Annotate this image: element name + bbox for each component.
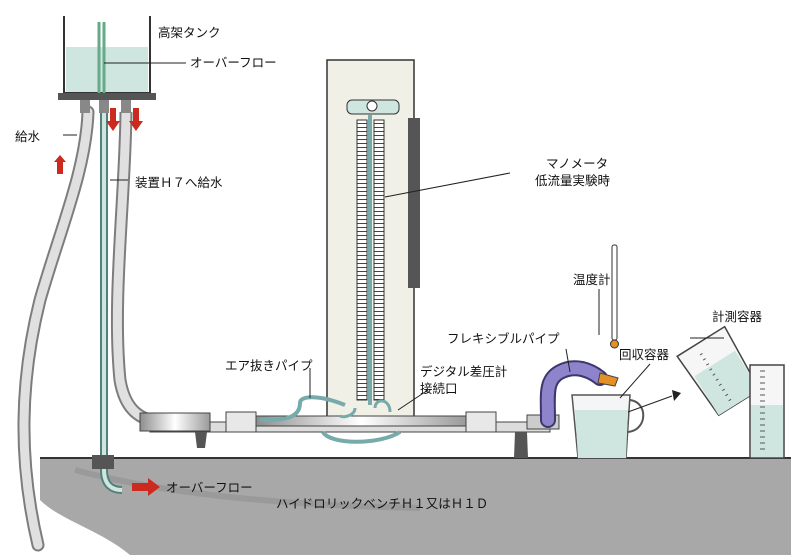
high-tank [58,16,156,113]
hose-to-device [110,111,161,429]
arrowhead-icon [672,390,681,401]
measuring-vessel [676,325,761,417]
air-vent-tube [259,395,402,444]
label-low-flow-experiment: 低流量実験時 [535,173,611,188]
label-water-supply: 給水 [15,129,41,144]
diagram-labels: 高架タンク オーバーフロー 給水 装置Ｈ７へ給水 マノメータ 低流量実験時 温度… [15,25,763,511]
label-flexible-pipe: フレキシブルパイプ [447,331,560,346]
recovery-vessel [571,394,645,459]
thermometer [610,244,619,349]
manometer-panel [326,59,420,424]
up-arrow-icon [54,155,66,174]
label-thermometer: 温度計 [573,272,611,287]
label-connection-port: 接続口 [420,381,458,396]
down-arrow-icon [106,108,120,131]
label-overflow-top: オーバーフロー [190,55,277,70]
label-air-vent-pipe: エア抜きパイプ [225,358,313,373]
hydraulic-bench-floor [40,457,791,555]
label-overflow-bottom: オーバーフロー [166,480,253,495]
right-arrow-icon [132,478,160,496]
label-recovery-vessel: 回収容器 [619,347,670,362]
label-supply-h7: 装置Ｈ７へ給水 [135,175,223,190]
hose-supply-left [17,105,95,552]
label-measuring-vessel: 計測容器 [712,309,763,324]
label-digital-gauge: デジタル差圧計 [420,364,507,379]
hose-overflow-return [92,112,123,494]
label-bench: ハイドロリックベンチＨ１又はＨ１Ｄ [276,496,488,511]
flexible-pipe [539,360,619,428]
down-arrow-icon [129,108,143,131]
label-high-tank: 高架タンク [158,25,221,40]
label-manometer: マノメータ [546,156,608,171]
graduated-cylinder [749,364,785,459]
leader-lines [63,62,724,413]
test-rig-rail [139,411,560,458]
